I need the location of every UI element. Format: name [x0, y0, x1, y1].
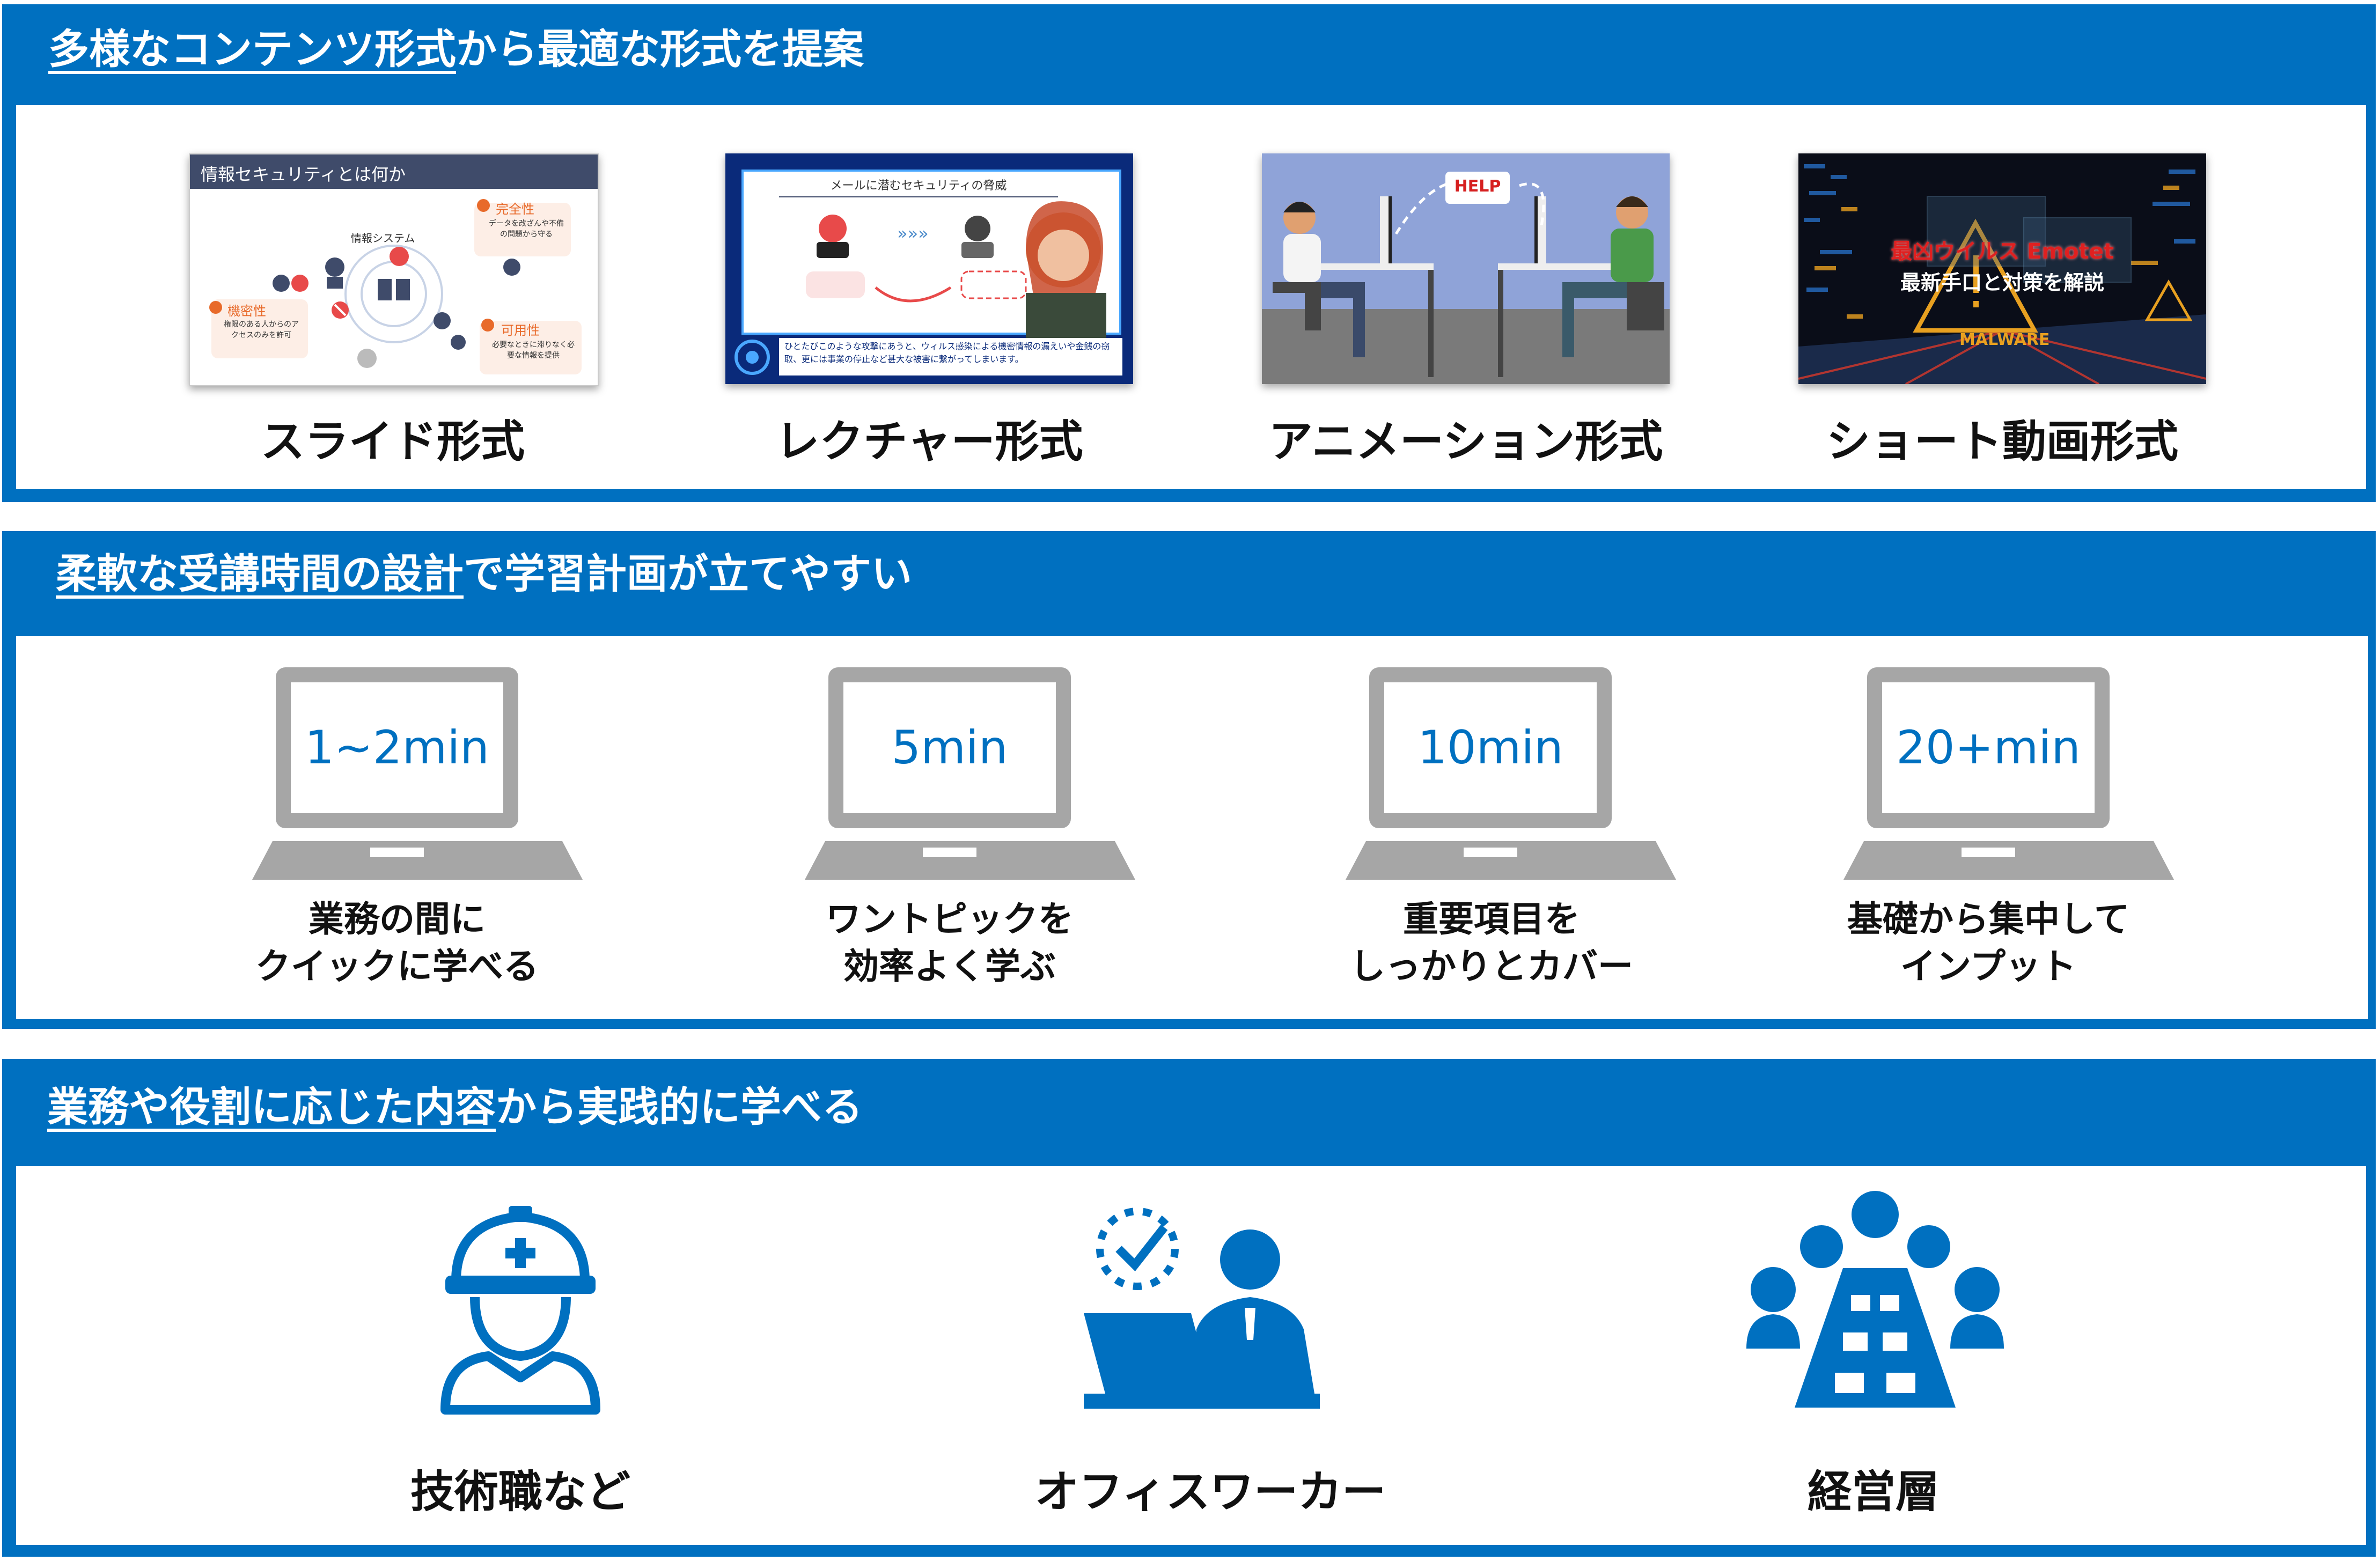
section-body: 情報セキュリティとは何か 情報システム 完全性 データを改ざんや不備の問題から守… [16, 105, 2366, 489]
laptop-icon: 10min [1346, 667, 1676, 893]
format-label: レクチャー形式 [775, 416, 1083, 467]
duration-caption: 業務の間に クイックに学べる [255, 899, 539, 987]
duration-label: 10min [1417, 721, 1563, 775]
animation-thumbnail: HELP [1262, 153, 1670, 384]
office-worker-icon [1084, 1207, 1320, 1409]
section-title: 業務や役割に応じた内容から実践的に学べる [47, 1083, 863, 1131]
section-content-formats: 多様なコンテンツ形式から最適な形式を提案 情報セキュリティとは何か [2, 4, 2376, 502]
section-title: 多様なコンテンツ形式から最適な形式を提案 [48, 25, 864, 73]
role-label: 技術職など [410, 1467, 630, 1518]
executive-meeting-icon [1746, 1191, 2004, 1408]
section-study-time: 柔軟な受講時間の設計で学習計画が立てやすい 1~2min 業務の間に クイックに… [2, 531, 2376, 1029]
format-label: ショート動画形式 [1826, 416, 2178, 467]
section-body: 技術職など オフィスワーカー 経営層 [16, 1166, 2366, 1545]
role-label: 経営層 [1807, 1467, 1940, 1518]
lecture-thumbnail: メールに潜むセキュリティの脅威 »»» ひとたびこのような攻撃にあうと、ウィルス… [725, 153, 1133, 384]
hardhat-worker-icon [440, 1206, 600, 1415]
svg-text:»»»: »»» [897, 223, 929, 244]
duration-label: 5min [891, 721, 1008, 775]
format-label: スライド形式 [260, 416, 525, 467]
laptop-icon: 20+min [1843, 667, 2174, 893]
role-label: オフィスワーカー [1034, 1467, 1386, 1518]
duration-caption: 基礎から集中して インプット [1847, 899, 2130, 987]
slide-thumbnail: 情報セキュリティとは何か 情報システム 完全性 データを改ざんや不備の問題から守… [189, 153, 599, 386]
laptop-icon: 1~2min [252, 667, 583, 893]
duration-caption: 重要項目を しっかりとカバー [1350, 899, 1633, 987]
section-roles: 業務や役割に応じた内容から実践的に学べる 技術職など オフィスワーカー [2, 1059, 2376, 1557]
duration-label: 20+min [1896, 721, 2081, 775]
duration-label: 1~2min [305, 721, 489, 775]
short-video-thumbnail: 最凶ウイルス Emotet 最新手口と対策を解説 MALWARE [1798, 153, 2206, 384]
laptop-icon: 5min [805, 667, 1135, 893]
section-title: 柔軟な受講時間の設計で学習計画が立てやすい [56, 550, 912, 598]
format-label: アニメーション形式 [1268, 416, 1663, 467]
duration-caption: ワントピックを 効率よく学ぶ [826, 899, 1074, 987]
section-body: 1~2min 業務の間に クイックに学べる 5min ワントピックを 効率よく学… [16, 636, 2368, 1019]
